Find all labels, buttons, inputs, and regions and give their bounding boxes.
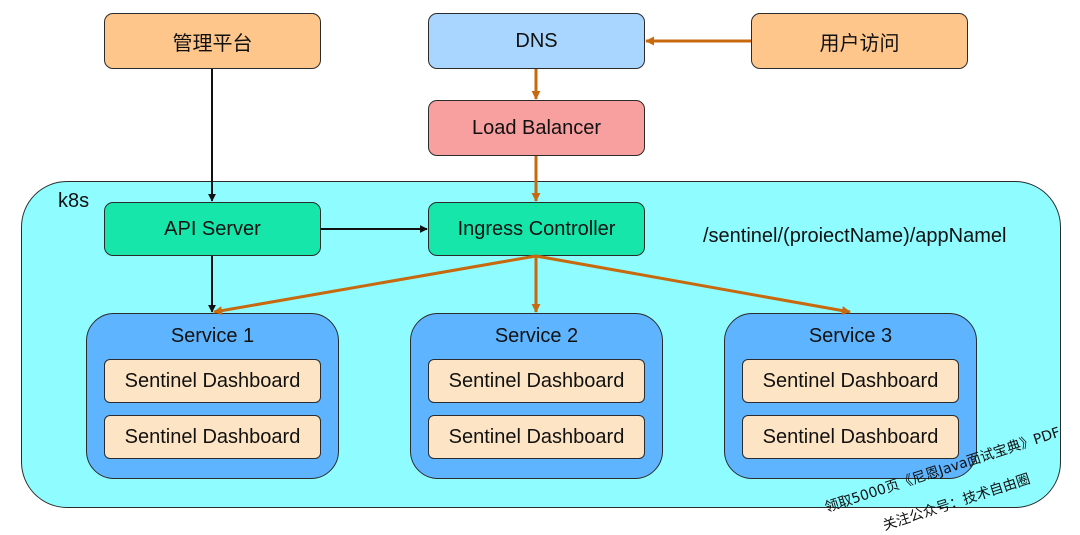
service-3-group: Service 3 Sentinel Dashboard Sentinel Da…	[724, 313, 977, 479]
user-access-node: 用户访问	[751, 13, 968, 69]
service-2-group: Service 2 Sentinel Dashboard Sentinel Da…	[410, 313, 663, 479]
dns-node: DNS	[428, 13, 645, 69]
sentinel-dashboard-node: Sentinel Dashboard	[742, 415, 959, 459]
sentinel-dashboard-node: Sentinel Dashboard	[742, 359, 959, 403]
ingress-controller-node: Ingress Controller	[428, 202, 645, 256]
sentinel-dashboard-node: Sentinel Dashboard	[428, 415, 645, 459]
service-title: Service 3	[808, 325, 893, 347]
sentinel-dashboard-node: Sentinel Dashboard	[104, 415, 321, 459]
service-1-group: Service 1 Sentinel Dashboard Sentinel Da…	[86, 313, 339, 479]
service-title: Service 2	[494, 325, 579, 347]
sentinel-dashboard-node: Sentinel Dashboard	[428, 359, 645, 403]
service-title: Service 1	[170, 325, 255, 347]
route-path-label: /sentinel/(proiectName)/appNamel	[703, 225, 1007, 247]
api-server-node: API Server	[104, 202, 321, 256]
management-platform-node: 管理平台	[104, 13, 321, 69]
load-balancer-node: Load Balancer	[428, 100, 645, 156]
sentinel-dashboard-node: Sentinel Dashboard	[104, 359, 321, 403]
k8s-label: k8s	[58, 190, 90, 212]
